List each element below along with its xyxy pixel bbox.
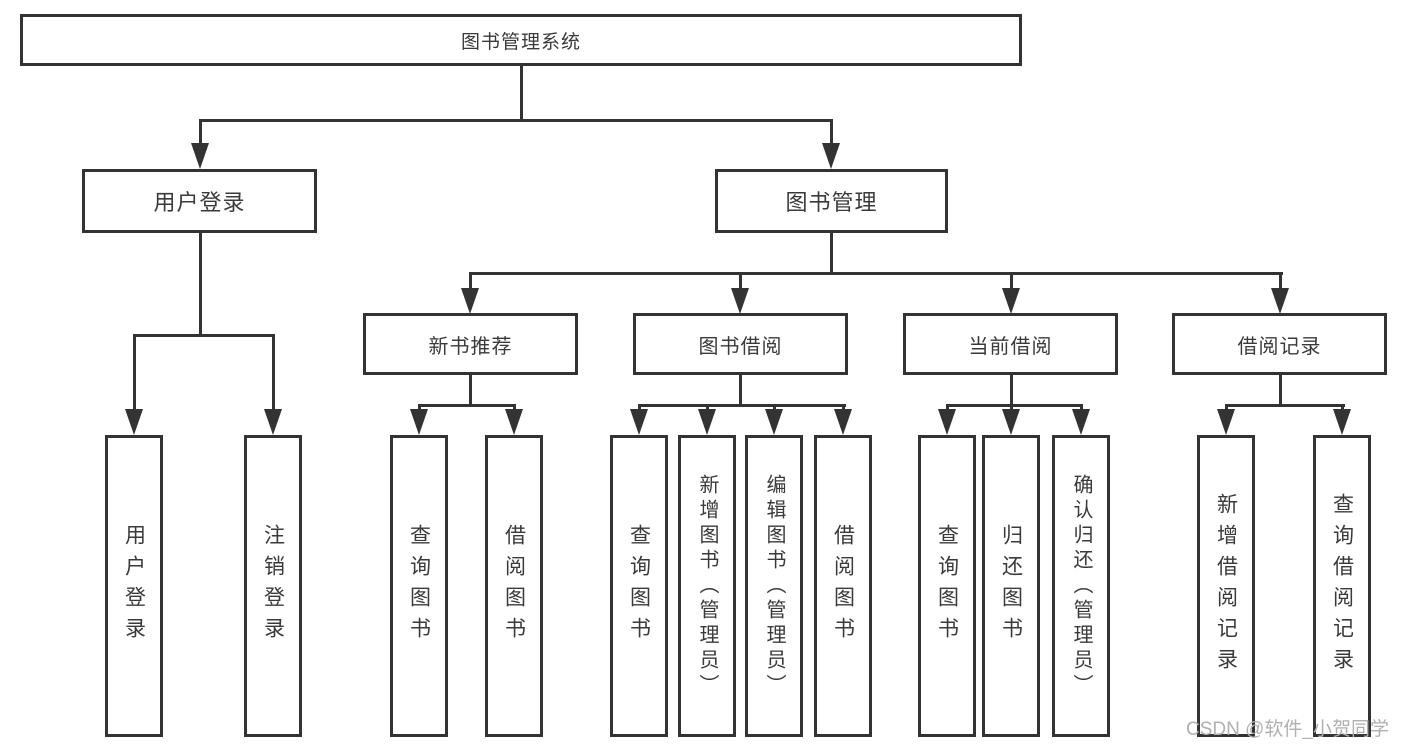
arrow-down-icon	[698, 409, 716, 435]
arrow-down-icon	[1333, 409, 1351, 435]
leaf-edit-books-admin: 编辑图书（管理员）	[745, 435, 803, 737]
leaf-add-borrow-record: 新增借阅记录	[1197, 435, 1255, 737]
node-label: 图书管理	[785, 190, 878, 215]
node-label: 新增图书（管理员）	[696, 473, 718, 699]
node-label: 查询借阅记录	[1330, 493, 1354, 679]
connector	[418, 404, 516, 407]
connector	[1010, 375, 1013, 407]
node-user-login: 用户登录	[82, 169, 317, 233]
connector	[1279, 272, 1282, 290]
arrow-down-icon	[1002, 288, 1020, 314]
connector	[830, 119, 833, 146]
arrow-down-icon	[410, 409, 428, 435]
connector	[418, 404, 421, 412]
connector	[199, 119, 202, 146]
node-library-management-system: 图书管理系统	[20, 14, 1022, 66]
arrow-down-icon	[630, 409, 648, 435]
connector	[830, 233, 833, 275]
node-label: 借阅图书	[502, 524, 526, 648]
node-label: 确认归还（管理员）	[1070, 473, 1092, 699]
node-current-borrowing: 当前借阅	[903, 313, 1118, 375]
arrow-down-icon	[822, 143, 840, 169]
leaf-return-books: 归还图书	[982, 435, 1040, 737]
arrow-down-icon	[1217, 409, 1235, 435]
node-book-management: 图书管理	[715, 169, 948, 233]
node-label: 查询图书	[935, 524, 959, 648]
arrow-down-icon	[834, 409, 852, 435]
arrow-down-icon	[1072, 409, 1090, 435]
node-label: 图书管理系统	[460, 31, 581, 53]
leaf-borrow-books: 借阅图书	[814, 435, 872, 737]
arrow-down-icon	[1271, 288, 1289, 314]
connector	[1010, 272, 1013, 290]
node-label: 当前借阅	[968, 335, 1053, 358]
node-label: 新增借阅记录	[1214, 493, 1238, 679]
connector	[469, 272, 472, 290]
leaf-query-books-recommend: 查询图书	[390, 435, 448, 737]
leaf-query-books-borrowing: 查询图书	[610, 435, 668, 737]
connector	[1225, 404, 1228, 412]
leaf-logout-login: 注销登录	[244, 435, 302, 737]
node-label: 查询图书	[407, 524, 431, 648]
connector	[773, 404, 776, 412]
node-label: 借阅记录	[1237, 335, 1322, 358]
connector	[1341, 404, 1344, 412]
node-label: 编辑图书（管理员）	[763, 473, 785, 699]
connector	[469, 272, 1283, 275]
connector	[1225, 404, 1345, 407]
node-book-borrowing: 图书借阅	[633, 313, 848, 375]
connector	[469, 375, 472, 407]
connector	[199, 119, 833, 122]
node-label: 图书借阅	[698, 335, 783, 358]
arrow-down-icon	[938, 409, 956, 435]
connector	[133, 334, 275, 337]
node-label: 借阅图书	[831, 524, 855, 648]
leaf-query-borrow-record: 查询借阅记录	[1313, 435, 1371, 737]
connector	[1279, 375, 1282, 407]
node-label: 用户登录	[122, 524, 146, 648]
arrow-down-icon	[731, 288, 749, 314]
arrow-down-icon	[461, 288, 479, 314]
connector	[1010, 404, 1013, 412]
arrow-down-icon	[191, 143, 209, 169]
node-borrow-records: 借阅记录	[1172, 313, 1387, 375]
connector	[706, 404, 709, 412]
connector	[946, 404, 1083, 407]
leaf-add-books-admin: 新增图书（管理员）	[678, 435, 736, 737]
arrow-down-icon	[1002, 409, 1020, 435]
arrow-down-icon	[125, 409, 143, 435]
node-label: 用户登录	[153, 190, 246, 215]
connector	[842, 404, 845, 412]
arrow-down-icon	[505, 409, 523, 435]
connector	[520, 66, 523, 122]
connector	[133, 334, 136, 412]
connector	[199, 233, 202, 337]
arrow-down-icon	[264, 409, 282, 435]
leaf-borrow-books-recommend: 借阅图书	[485, 435, 543, 737]
csdn-watermark: CSDN @软件_小贺同学	[1186, 719, 1389, 740]
leaf-user-login: 用户登录	[105, 435, 163, 737]
connector	[739, 272, 742, 290]
connector	[739, 375, 742, 407]
node-label: 归还图书	[999, 524, 1023, 648]
node-label: 注销登录	[261, 524, 285, 648]
node-label: 新书推荐	[428, 335, 513, 358]
connector	[638, 404, 846, 407]
leaf-confirm-return-admin: 确认归还（管理员）	[1052, 435, 1110, 737]
node-label: 查询图书	[627, 524, 651, 648]
leaf-query-books-current: 查询图书	[918, 435, 976, 737]
connector	[946, 404, 949, 412]
connector	[1080, 404, 1083, 412]
arrow-down-icon	[765, 409, 783, 435]
connector	[638, 404, 641, 412]
connector	[272, 334, 275, 412]
node-new-book-recommend: 新书推荐	[363, 313, 578, 375]
connector	[513, 404, 516, 412]
